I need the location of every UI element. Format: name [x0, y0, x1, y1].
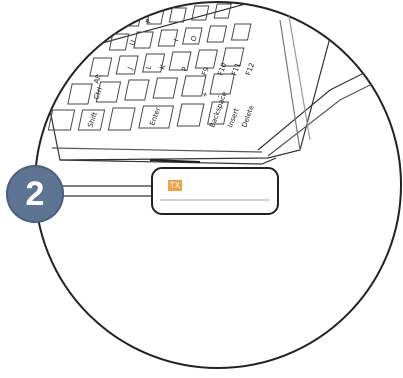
step-number: 2 — [6, 165, 64, 223]
usb-receiver-device — [152, 168, 278, 214]
tx-indicator-label: TX — [168, 180, 182, 191]
step-badge: 2 — [6, 165, 64, 223]
